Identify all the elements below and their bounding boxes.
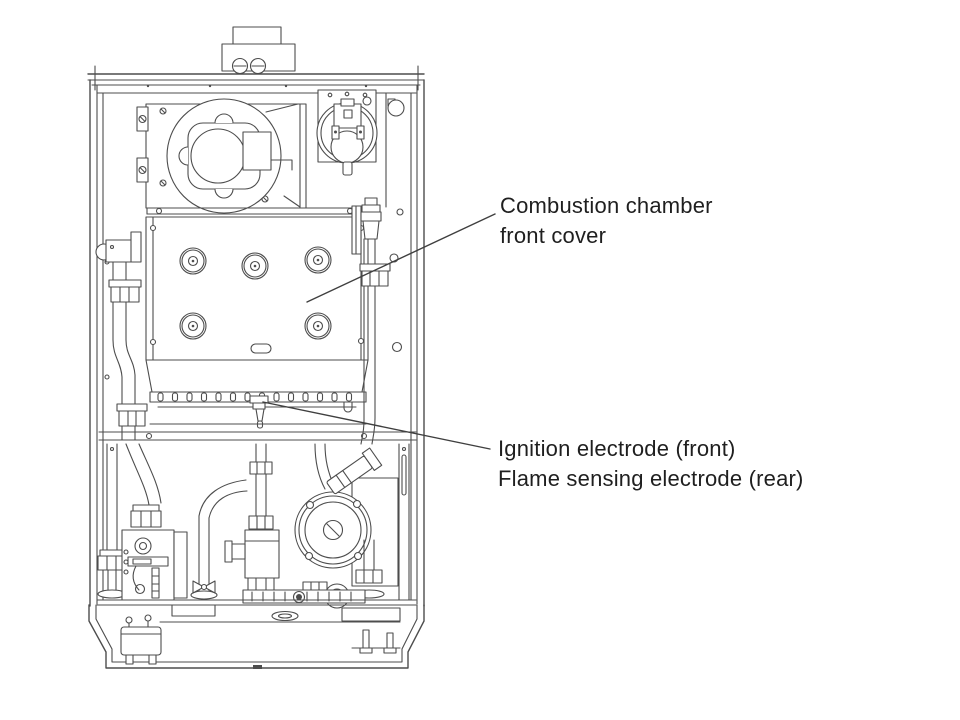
electrode-label: Ignition electrode (front) Flame sensing… (498, 434, 804, 494)
burner-slots (157, 392, 353, 402)
right-pipe (351, 197, 404, 445)
circulation-pump (294, 443, 399, 609)
central-valve-group (190, 443, 280, 601)
electrode-label-line1: Ignition electrode (front) (498, 436, 736, 461)
bottom-manifold (242, 589, 366, 604)
cover-grommets (179, 246, 332, 340)
electrode-label-line2: Flame sensing electrode (rear) (498, 466, 804, 491)
combustion-cover-label-line1: Combustion chamber (500, 193, 713, 218)
left-pipe (95, 231, 148, 441)
leader-combustion-cover (306, 213, 496, 303)
drain-valve-handle (192, 580, 205, 594)
leader-electrode (262, 401, 491, 450)
ignition-electrode (249, 395, 269, 429)
condensate-trap (120, 614, 162, 665)
combustion-chamber-front-cover (145, 216, 369, 361)
bottom-tray (88, 599, 425, 669)
fan-assembly (136, 98, 307, 214)
combustion-chamber (145, 207, 369, 429)
air-pressure-switch (316, 89, 378, 176)
leader-lines (262, 213, 496, 450)
combustion-cover-label: Combustion chamber front cover (500, 191, 713, 251)
boiler-casing (87, 26, 425, 607)
pump-vent-cartridge (326, 447, 383, 495)
gas-valve (97, 443, 188, 601)
combustion-cover-label-line2: front cover (500, 223, 607, 248)
